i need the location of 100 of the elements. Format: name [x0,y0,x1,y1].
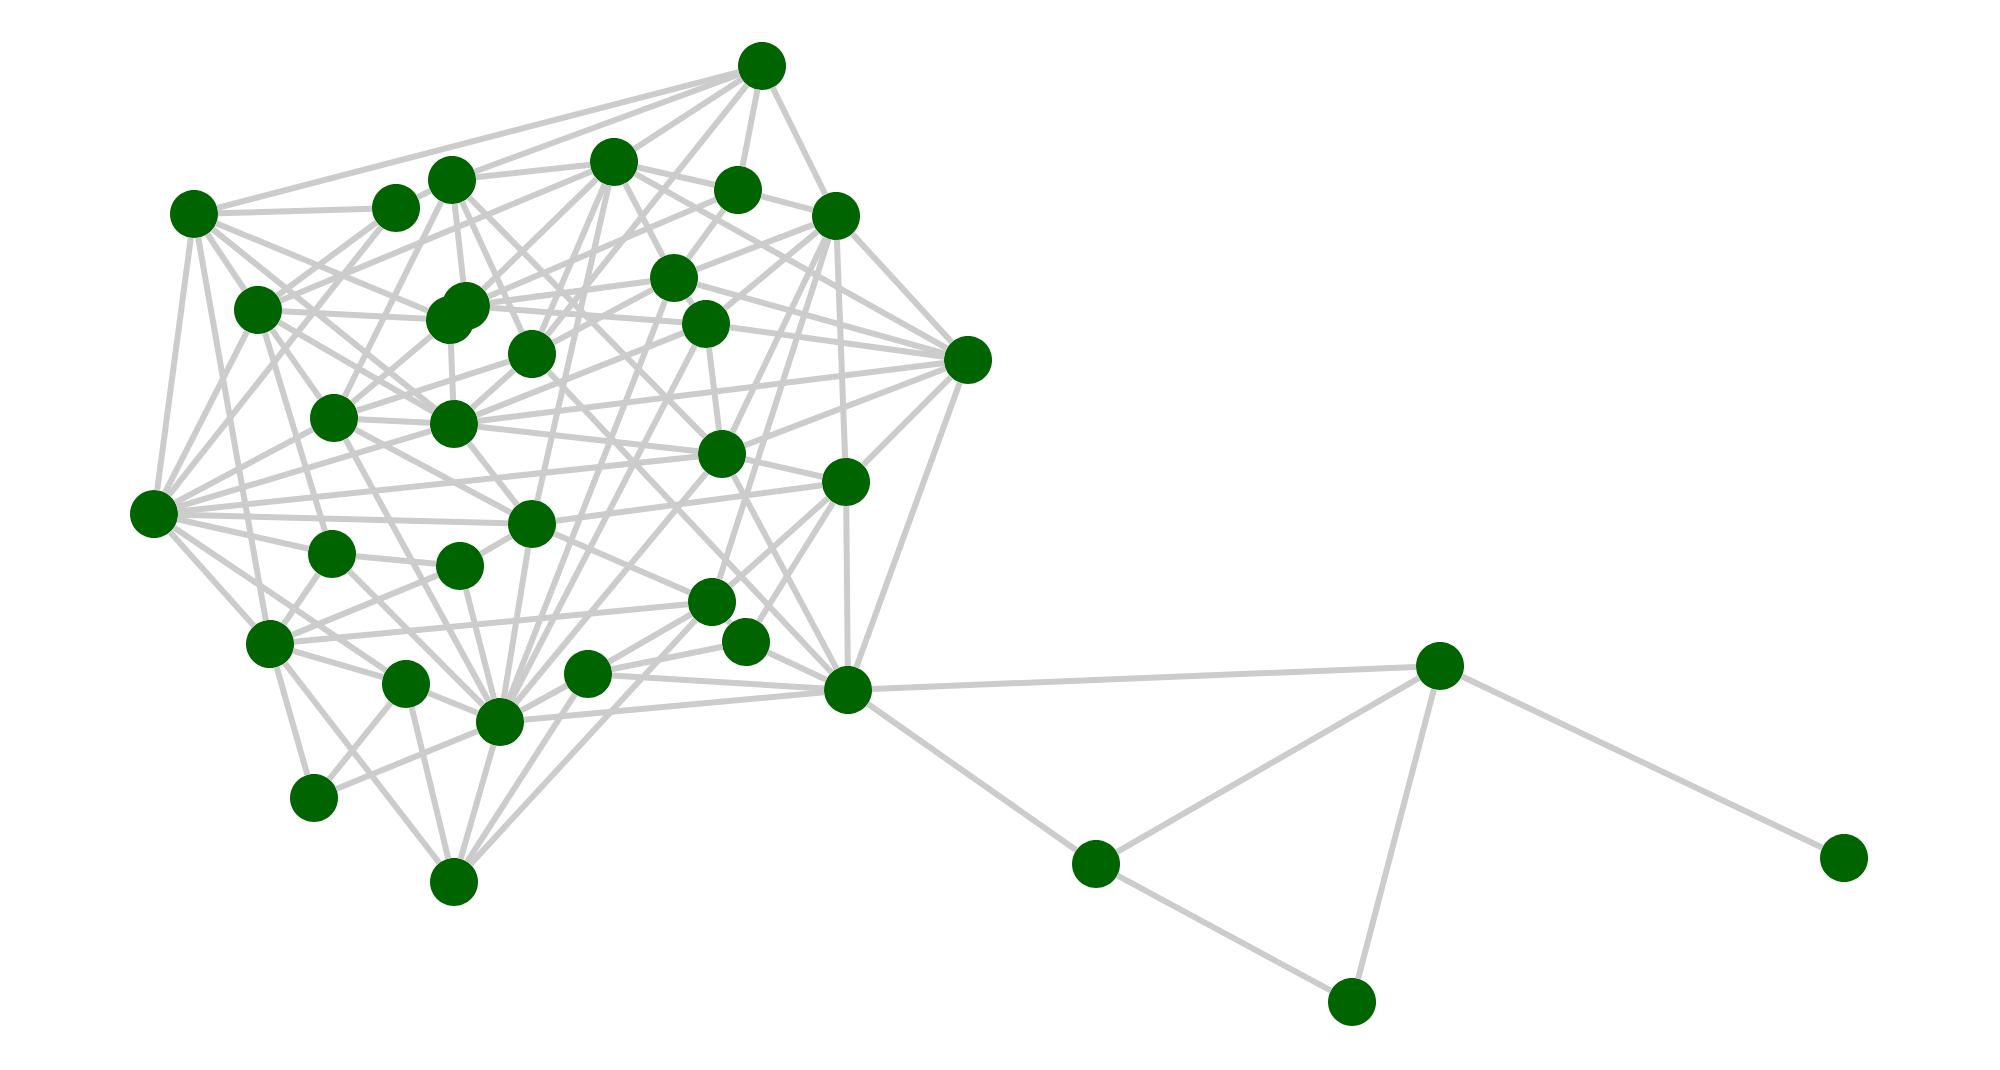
edge-line [716,237,832,581]
edge-line [1115,872,1333,994]
node-circle [372,184,420,232]
edge-line [633,171,949,351]
edge-line [292,647,384,681]
edge-line [427,690,479,716]
edge-line [451,203,467,283]
edge-line [335,728,479,792]
edge-line [519,682,569,714]
edge-line [177,511,509,527]
edge-line [162,330,250,494]
edge-line [743,365,947,449]
node-circle [1072,840,1120,888]
edge-line [469,367,517,411]
node-circle [824,666,872,714]
node-circle [682,300,730,348]
node-circle [476,698,524,746]
node-circle [130,490,178,538]
node-circle [430,400,478,448]
edge-line [833,239,849,459]
edge-line [167,529,257,629]
node-circle [426,296,474,344]
node-circle [290,774,338,822]
edge-line [355,358,511,414]
edge-line [177,453,699,515]
edge-line [489,304,683,326]
edge-line [508,343,698,703]
edge-line [357,416,431,426]
node-circle [650,254,698,302]
edge-line [632,76,744,152]
edge-line [466,195,708,439]
edge-line [342,437,492,703]
node-circle [436,542,484,590]
node-circle [246,620,294,668]
edge-line [447,343,457,401]
edge-line [513,470,709,706]
edge-line [481,176,599,292]
edge-line [176,516,310,552]
edge-line [273,666,311,776]
edge-line [346,568,486,708]
node-circle [170,190,218,238]
edge-line [636,164,716,188]
node-circle [714,166,762,214]
edge-line [262,332,328,532]
edge-line [607,611,693,665]
node-circle [738,42,786,90]
edge-line [477,423,699,455]
edge-line [756,500,836,624]
edge-line [486,196,718,300]
edge-line [176,428,432,510]
edge-line [705,347,723,431]
node-circle [508,500,556,548]
node-circle [234,286,282,334]
edge-line [217,205,373,217]
edge-line [326,700,394,782]
node-circle [822,458,870,506]
edge-line [464,692,578,864]
edge-line [479,533,513,557]
edge-line [1355,688,1437,980]
node-circle [382,660,430,708]
edge-line [166,224,384,498]
edge-line [355,553,437,567]
edge-line [739,89,761,167]
edge-line [685,296,695,306]
edge-line [696,281,946,357]
edge-line [865,701,1079,853]
edge-line [544,82,750,338]
node-circle [688,578,736,626]
edge-line [610,643,724,673]
node-circle [430,858,478,906]
edge-line [353,426,513,516]
edge-line [475,161,591,181]
edge-line [204,232,248,292]
edge-line [468,617,698,867]
edge-line [860,374,954,468]
edge-line [473,71,741,175]
edge-line [843,505,851,667]
edge-line [729,236,829,434]
node-circle [1328,978,1376,1026]
edge-line [555,482,823,524]
edge-line [457,744,497,860]
edge-line [505,299,669,701]
edge-line [552,530,692,596]
node-circle [564,650,612,698]
edge-line [489,278,651,306]
edge-line [281,308,427,322]
edge-line [195,237,269,621]
edge-line [291,572,439,638]
edge-line [172,524,388,674]
edge-line [281,572,321,626]
edge-line [760,193,814,213]
edge-line [871,664,1417,693]
node-circle [722,618,770,666]
edge-line [538,182,608,334]
node-circle [944,336,992,384]
edge-line [173,426,315,506]
edge-line [744,456,824,480]
edge-line [766,649,828,683]
edge-line [293,601,689,645]
edge-line [685,207,727,261]
